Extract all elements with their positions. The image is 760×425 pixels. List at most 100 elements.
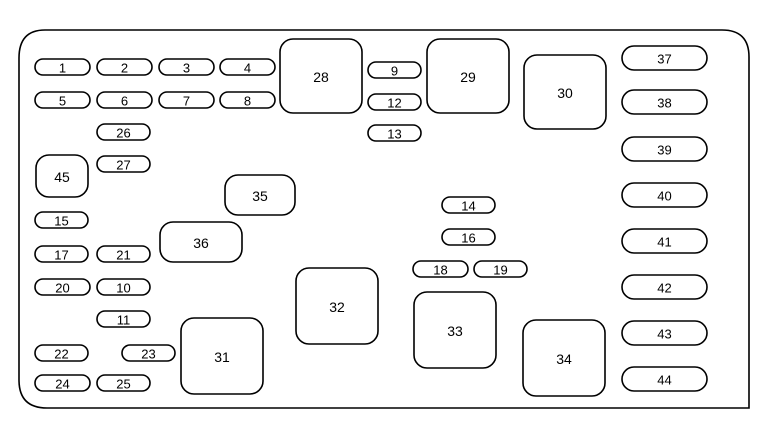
fuse-44-label: 44 xyxy=(657,373,671,388)
fuse-26-label: 26 xyxy=(116,126,130,141)
fuse-41: 41 xyxy=(621,228,708,254)
fuse-23-label: 23 xyxy=(141,347,155,362)
fuse-2-body xyxy=(96,58,153,76)
fuse-19-body xyxy=(473,260,528,278)
fuse-6-label: 6 xyxy=(121,94,128,109)
fuse-2: 2 xyxy=(96,58,153,76)
fuse-22-label: 22 xyxy=(54,347,68,362)
relay-32: 32 xyxy=(295,267,379,345)
fuse-27-body xyxy=(96,155,151,173)
fuse-4: 4 xyxy=(219,58,276,76)
relay-34-body xyxy=(522,319,606,397)
fuse-16-body xyxy=(441,228,496,246)
fuse-8-body xyxy=(219,91,276,109)
fuse-16-label: 16 xyxy=(461,231,475,246)
fuse-5-label: 5 xyxy=(59,94,66,109)
fuse-17-label: 17 xyxy=(54,248,68,263)
fuse-7: 7 xyxy=(158,91,215,109)
relay-35: 35 xyxy=(224,174,296,216)
fuse-39: 39 xyxy=(621,136,708,162)
relay-35-label: 35 xyxy=(252,188,268,204)
relay-36-body xyxy=(159,221,243,263)
fuse-23-body xyxy=(121,344,176,362)
relay-30-body xyxy=(523,54,607,130)
fuse-37-body xyxy=(621,45,708,71)
fuse-17: 17 xyxy=(34,245,89,263)
relay-34-label: 34 xyxy=(556,351,572,367)
relay-36: 36 xyxy=(159,221,243,263)
relay-31: 31 xyxy=(180,317,264,395)
fuse-5-body xyxy=(34,91,91,109)
fuse-22: 22 xyxy=(34,344,89,362)
fuse-12: 12 xyxy=(367,93,422,111)
fuse-21: 21 xyxy=(96,245,151,263)
relay-34: 34 xyxy=(522,319,606,397)
fuse-37-label: 37 xyxy=(657,52,671,67)
fuse-11-label: 11 xyxy=(117,313,131,328)
fuse-15-label: 15 xyxy=(54,214,68,229)
fuse-1-label: 1 xyxy=(59,61,66,76)
fuse-38-body xyxy=(621,89,708,115)
relay-35-body xyxy=(224,174,296,216)
fuse-11-body xyxy=(96,310,151,328)
fuse-18: 18 xyxy=(412,260,469,278)
fuse-3: 3 xyxy=(158,58,215,76)
fuse-10-body xyxy=(96,278,151,296)
fuse-20-body xyxy=(34,278,91,296)
relay-31-label: 31 xyxy=(214,349,230,365)
relay-31-body xyxy=(180,317,264,395)
fuse-44-body xyxy=(621,366,708,392)
fuse-21-body xyxy=(96,245,151,263)
fuse-13-body xyxy=(367,124,422,142)
fuse-9-body xyxy=(367,61,422,79)
fuse-14-body xyxy=(441,196,496,214)
fuse-9: 9 xyxy=(367,61,422,79)
fuse-25-label: 25 xyxy=(116,377,130,392)
fuse-15: 15 xyxy=(34,211,89,229)
fuse-3-label: 3 xyxy=(183,61,190,76)
relay-33: 33 xyxy=(413,291,497,369)
fuse-38: 38 xyxy=(621,89,708,115)
fuse-43-body xyxy=(621,320,708,346)
fuse-40-body xyxy=(621,182,708,208)
relay-33-label: 33 xyxy=(447,323,463,339)
fuse-4-label: 4 xyxy=(244,61,251,76)
relay-45-label: 45 xyxy=(54,169,70,185)
fuse-8: 8 xyxy=(219,91,276,109)
fuse-16: 16 xyxy=(441,228,496,246)
fuse-1: 1 xyxy=(34,58,91,76)
fuse-7-body xyxy=(158,91,215,109)
fuse-43: 43 xyxy=(621,320,708,346)
relay-28: 28 xyxy=(279,38,363,114)
fuse-42-label: 42 xyxy=(657,281,671,296)
fuse-37: 37 xyxy=(621,45,708,71)
relay-45: 45 xyxy=(35,154,89,198)
relay-29: 29 xyxy=(426,38,510,114)
fuse-6-body xyxy=(96,91,153,109)
fuse-14-label: 14 xyxy=(461,199,475,214)
fuse-42: 42 xyxy=(621,274,708,300)
fuse-2-label: 2 xyxy=(121,61,128,76)
fuse-14: 14 xyxy=(441,196,496,214)
fuse-10: 10 xyxy=(96,278,151,296)
fuse-25: 25 xyxy=(96,374,151,392)
relay-30: 30 xyxy=(523,54,607,130)
fuse-17-body xyxy=(34,245,89,263)
fuse-24: 24 xyxy=(34,374,91,392)
fuse-20: 20 xyxy=(34,278,91,296)
fuse-26-body xyxy=(96,123,151,141)
relay-32-body xyxy=(295,267,379,345)
fuse-13: 13 xyxy=(367,124,422,142)
relay-36-label: 36 xyxy=(193,235,209,251)
relay-33-body xyxy=(413,291,497,369)
fuse-24-label: 24 xyxy=(55,377,69,392)
relay-28-body xyxy=(279,38,363,114)
fuse-8-label: 8 xyxy=(244,94,251,109)
relay-45-body xyxy=(35,154,89,198)
fuse-40: 40 xyxy=(621,182,708,208)
fuse-26: 26 xyxy=(96,123,151,141)
fuse-43-label: 43 xyxy=(657,327,671,342)
fuse-27-label: 27 xyxy=(116,158,130,173)
fuse-5: 5 xyxy=(34,91,91,109)
fuse-13-label: 13 xyxy=(387,127,401,142)
